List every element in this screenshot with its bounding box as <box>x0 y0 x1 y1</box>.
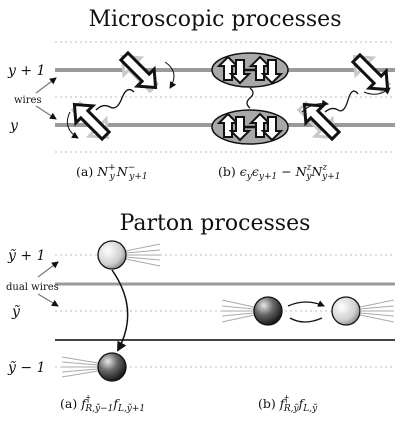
rotation-arrow-a-top <box>164 61 177 89</box>
motion-streaks-top <box>125 243 161 267</box>
label-y: y <box>9 118 19 134</box>
motion-streaks-left <box>221 299 255 323</box>
label-y-plus-1: y + 1 <box>7 63 45 79</box>
hop-arrow <box>111 269 129 352</box>
spin-arrow-top-b <box>350 52 390 92</box>
motion-streaks-bottom <box>61 356 99 378</box>
motion-streaks-right <box>359 299 395 323</box>
spin-arrow-top-a <box>118 50 158 90</box>
top-title: Microscopic processes <box>88 7 341 32</box>
bottom-title: Parton processes <box>120 211 311 236</box>
caption-bottom-a: (a) f†R,ỹ−1fL,ỹ+1 <box>60 395 145 414</box>
label-ytilde-minus-1: ỹ − 1 <box>7 360 45 376</box>
caption-bottom-b: (b) f†R,ỹfL,ỹ <box>258 395 318 414</box>
spin-pair-oval-bottom <box>211 109 289 145</box>
turn-arrow-lower <box>289 317 323 323</box>
parton-light-mid <box>331 296 361 326</box>
rotation-arrow-b-top <box>363 87 391 95</box>
wires-pointer-arrow <box>35 105 57 120</box>
dual-wires-label: dual wires <box>6 282 59 293</box>
parton-dark-bottom <box>97 352 127 382</box>
interaction-squiggle-b-mid <box>246 87 254 109</box>
rotation-arrow-b-bottom <box>301 99 329 113</box>
parton-light-top <box>97 240 127 270</box>
dual-wires-pointer-arrow <box>37 293 59 307</box>
rotation-arrow-a-bottom <box>66 111 79 139</box>
interaction-squiggle-b <box>324 90 359 113</box>
turn-arrow-upper <box>287 300 325 307</box>
label-ytilde-plus-1: ỹ + 1 <box>7 248 45 264</box>
parton-dark-mid <box>253 296 283 326</box>
spin-pair-oval-top <box>211 52 289 88</box>
wires-label: wires <box>14 95 42 106</box>
dual-wires-pointer-arrow <box>37 261 59 278</box>
spin-arrow-bottom-a <box>72 102 112 142</box>
label-ytilde: ỹ <box>11 304 21 320</box>
wires-pointer-arrow <box>35 77 57 94</box>
interaction-squiggle-a <box>95 88 135 111</box>
top-dotted-lines <box>55 41 395 153</box>
